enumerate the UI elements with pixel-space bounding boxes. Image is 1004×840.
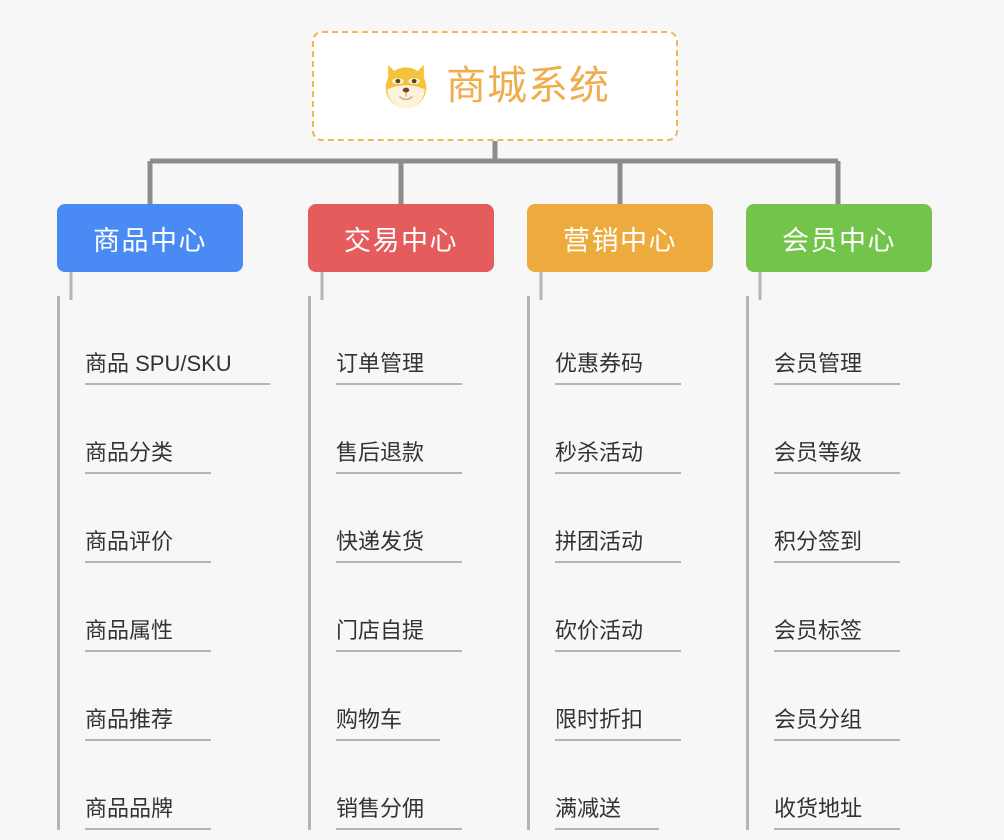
list-item[interactable]: 商品评价 (71, 474, 243, 563)
list-item-label: 秒杀活动 (555, 440, 682, 474)
list-item-label: 会员分组 (774, 707, 901, 741)
list-item[interactable]: 销售分佣 (322, 741, 494, 830)
list-item[interactable]: 积分签到 (760, 474, 932, 563)
list-item-label: 会员管理 (774, 351, 901, 385)
list-item-label: 会员标签 (774, 618, 901, 652)
list-item-label: 售后退款 (336, 440, 463, 474)
item-spine (308, 296, 311, 830)
list-item-label: 砍价活动 (555, 618, 682, 652)
shiba-dog-face-icon (385, 64, 427, 108)
list-item-label: 商品属性 (85, 618, 212, 652)
category-header-trade[interactable]: 交易中心 (308, 204, 494, 272)
category-header-member[interactable]: 会员中心 (746, 204, 932, 272)
list-item[interactable]: 拼团活动 (541, 474, 713, 563)
list-item[interactable]: 商品 SPU/SKU (71, 296, 270, 385)
list-item[interactable]: 优惠券码 (541, 296, 713, 385)
list-item[interactable]: 会员等级 (760, 385, 932, 474)
list-item[interactable]: 会员管理 (760, 296, 932, 385)
category-header-product[interactable]: 商品中心 (57, 204, 243, 272)
category-column-member: 会员中心 会员管理 会员等级 积分签到 会员标签 会员分组 收货地址 (746, 204, 932, 830)
category-column-trade: 交易中心 订单管理 售后退款 快递发货 门店自提 购物车 销售分佣 (308, 204, 494, 830)
list-item[interactable]: 收货地址 (760, 741, 932, 830)
list-item[interactable]: 门店自提 (322, 563, 494, 652)
category-items-trade: 订单管理 售后退款 快递发货 门店自提 购物车 销售分佣 (308, 296, 494, 830)
category-column-marketing: 营销中心 优惠券码 秒杀活动 拼团活动 砍价活动 限时折扣 满减送 (527, 204, 713, 830)
list-item[interactable]: 商品分类 (71, 385, 243, 474)
list-item-label: 满减送 (555, 796, 660, 830)
list-item-label: 购物车 (336, 707, 441, 741)
list-item-label: 拼团活动 (555, 529, 682, 563)
list-item-label: 商品 SPU/SKU (85, 351, 270, 385)
list-item[interactable]: 商品品牌 (71, 741, 243, 830)
list-item[interactable]: 快递发货 (322, 474, 494, 563)
list-item-label: 销售分佣 (336, 796, 463, 830)
category-header-label: 营销中心 (563, 225, 677, 256)
list-item-label: 限时折扣 (555, 707, 682, 741)
list-item[interactable]: 满减送 (541, 741, 713, 830)
list-item[interactable]: 会员分组 (760, 652, 932, 741)
list-item-label: 优惠券码 (555, 351, 682, 385)
list-item[interactable]: 秒杀活动 (541, 385, 713, 474)
list-item[interactable]: 售后退款 (322, 385, 494, 474)
list-item[interactable]: 商品推荐 (71, 652, 243, 741)
list-item-label: 快递发货 (336, 529, 463, 563)
list-item-label: 积分签到 (774, 529, 901, 563)
root-title: 商城系统 (446, 64, 610, 108)
list-item[interactable]: 砍价活动 (541, 563, 713, 652)
item-spine (527, 296, 530, 830)
list-item-label: 商品品牌 (85, 796, 212, 830)
item-spine (746, 296, 749, 830)
list-item-label: 门店自提 (336, 618, 463, 652)
list-item[interactable]: 购物车 (322, 652, 494, 741)
list-item-label: 会员等级 (774, 440, 901, 474)
list-item[interactable]: 商品属性 (71, 563, 243, 652)
category-header-label: 商品中心 (93, 225, 207, 256)
category-items-marketing: 优惠券码 秒杀活动 拼团活动 砍价活动 限时折扣 满减送 (527, 296, 713, 830)
root-node[interactable]: 商城系统 (312, 31, 678, 141)
list-item-label: 商品推荐 (85, 707, 212, 741)
list-item-label: 收货地址 (774, 796, 901, 830)
category-items-product: 商品 SPU/SKU 商品分类 商品评价 商品属性 商品推荐 商品品牌 (57, 296, 270, 830)
category-header-label: 会员中心 (782, 225, 896, 256)
list-item[interactable]: 限时折扣 (541, 652, 713, 741)
category-header-marketing[interactable]: 营销中心 (527, 204, 713, 272)
list-item-label: 订单管理 (336, 351, 463, 385)
list-item-label: 商品评价 (85, 529, 212, 563)
category-items-member: 会员管理 会员等级 积分签到 会员标签 会员分组 收货地址 (746, 296, 932, 830)
list-item[interactable]: 会员标签 (760, 563, 932, 652)
list-item[interactable]: 订单管理 (322, 296, 494, 385)
list-item-label: 商品分类 (85, 440, 212, 474)
category-column-product: 商品中心 商品 SPU/SKU 商品分类 商品评价 商品属性 商品推荐 商品品牌 (57, 204, 270, 830)
category-header-label: 交易中心 (344, 225, 458, 256)
item-spine (57, 296, 60, 830)
